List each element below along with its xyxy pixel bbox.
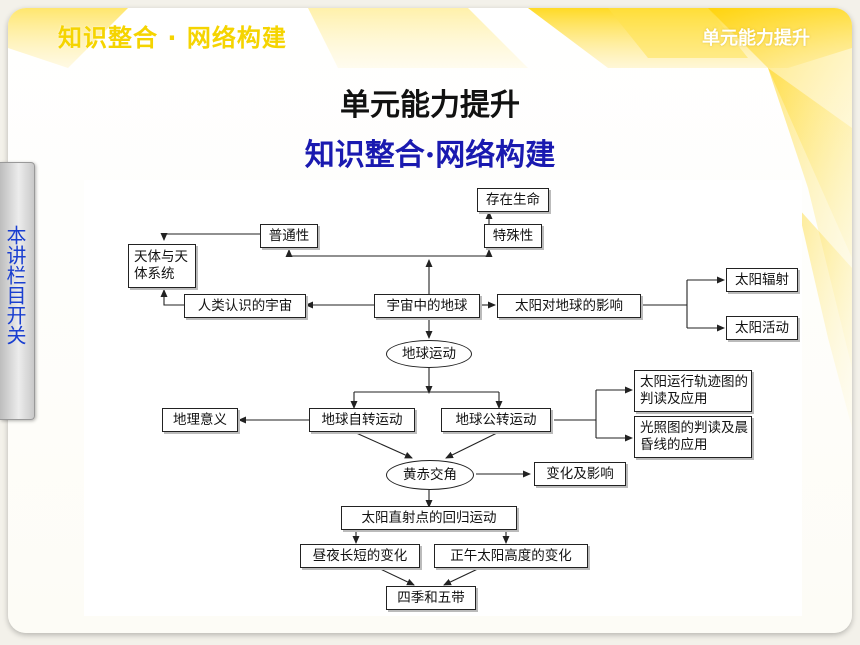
node-yuzhou-diqiu: 宇宙中的地球 — [374, 294, 480, 318]
node-teshuxing: 特殊性 — [484, 224, 542, 248]
node-putongxing: 普通性 — [260, 224, 318, 248]
node-diqiu-zizhuan: 地球自转运动 — [309, 408, 415, 432]
concept-map-connectors — [160, 211, 725, 586]
node-zhengwu-gaodu: 正午太阳高度的变化 — [434, 544, 588, 568]
node-zhishedian: 太阳直射点的回归运动 — [341, 506, 517, 530]
concept-map: 存在生命 普通性 特殊性 天体与天体系统 人类认识的宇宙 宇宙中的地球 太阳对地… — [84, 180, 802, 616]
section-toggle-tab[interactable]: 本讲栏目开关 — [0, 162, 35, 420]
header-section-title: 知识整合 · 网络构建 — [58, 24, 287, 52]
page-subtitle: 知识整合·网络构建 — [304, 138, 556, 173]
node-diqiu-yundong: 地球运动 — [386, 340, 472, 368]
node-zhouye-changduan: 昼夜长短的变化 — [300, 544, 420, 568]
node-taiyang-yingxiang: 太阳对地球的影响 — [497, 294, 641, 318]
node-siji-wudai: 四季和五带 — [386, 586, 476, 610]
node-dili-yiyi: 地理意义 — [162, 408, 238, 432]
node-diqiu-gongzhuan: 地球公转运动 — [441, 408, 551, 432]
node-taiyang-huodong: 太阳活动 — [726, 316, 798, 340]
node-renlei-renshi: 人类认识的宇宙 — [184, 294, 306, 318]
section-toggle-label: 本讲栏目开关 — [3, 225, 27, 345]
node-taiyang-fushe: 太阳辐射 — [726, 268, 798, 292]
page-title: 单元能力提升 — [340, 88, 520, 123]
node-tianti-xitong: 天体与天体系统 — [128, 244, 196, 288]
node-bianhua-yingxiang: 变化及影响 — [534, 462, 626, 486]
node-guangzhao-tu: 光照图的判读及晨昏线的应用 — [634, 416, 752, 458]
node-huangchi-jiaojiao: 黄赤交角 — [386, 460, 474, 490]
node-taiyang-guiji: 太阳运行轨迹图的判读及应用 — [634, 370, 752, 412]
node-cunzai-shengming: 存在生命 — [477, 188, 549, 212]
header-unit-title: 单元能力提升 — [702, 28, 810, 49]
